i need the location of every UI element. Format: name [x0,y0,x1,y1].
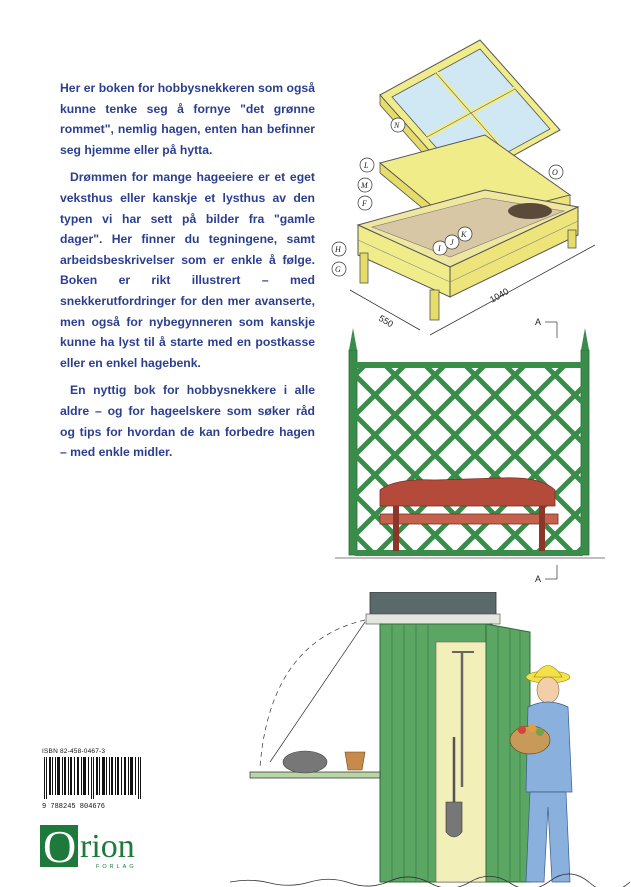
callout-label: M [360,181,369,190]
garden-shed-illustration [230,592,630,887]
callout-label: I [437,244,441,253]
cold-frame-illustration: 550 1040 N L M O F H G I J K [331,39,596,336]
callout-label: L [363,161,369,170]
blurb-paragraph: Drømmen for mange hageeiere er et eget v… [60,170,315,370]
dimension-label: 1040 [488,286,510,305]
callout-label: F [361,199,367,208]
section-marker: A [535,317,541,327]
isbn-block: ISBN 82-458-0467-3 9 788245 [42,748,148,811]
isbn-label: ISBN 82-458-0467-3 [42,748,106,755]
bench [379,477,559,551]
callout-labels: N L M O F H G I J K [331,117,564,277]
gardener-figure [509,665,573,883]
callout-label: J [450,238,454,247]
trellis-bench-illustration: A [335,317,605,584]
callout-label: H [334,245,342,254]
publisher-logo: O rion FORLAG [40,821,160,875]
callout-label: O [552,168,558,177]
lattice [355,365,587,555]
logo-tagline: FORLAG [96,864,137,870]
callout-label: N [393,121,400,130]
blurb-text: Her er boken for hobbysnekkeren som også… [60,78,315,470]
section-marker: A [535,574,541,584]
logo-initial: O [43,821,77,872]
ean-digits: 9 788245 804676 [42,803,106,811]
blurb-paragraph: En nyttig bok for hobbysnekkere i alle a… [60,383,315,460]
barcode [44,757,141,799]
blurb-paragraph: Her er boken for hobbysnekkeren som også… [60,81,315,157]
logo-wordmark: rion [80,828,135,865]
callout-label: K [460,230,467,239]
logo-initial-block: O [40,821,78,872]
callout-label: G [335,265,341,274]
